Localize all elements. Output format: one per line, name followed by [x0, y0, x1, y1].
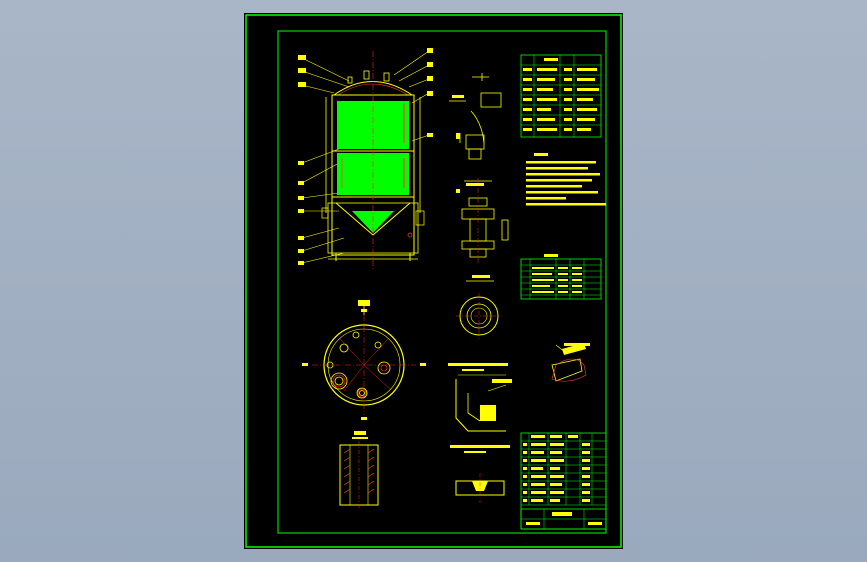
nozzle-detail-a	[449, 73, 502, 160]
plan-radial-lines	[339, 338, 391, 392]
nozzle-detail-a-tags	[452, 95, 464, 139]
elevation-leaders-right	[393, 50, 430, 142]
nozzle-detail-b	[461, 180, 509, 258]
iso-sketch	[551, 343, 590, 382]
technical-notes-block	[526, 153, 606, 206]
cad-drawing-canvas	[245, 14, 622, 548]
plan-nozzles	[326, 331, 391, 399]
plan-axis-tags	[302, 309, 426, 420]
sheet-inner-border	[277, 30, 607, 534]
flange-ring-detail	[456, 275, 502, 339]
sheet-outer-border	[245, 14, 622, 548]
nozzle-schedule-table	[520, 254, 602, 300]
elevation-view	[298, 48, 433, 271]
weld-detail-2	[450, 445, 510, 503]
nozzle-detail-b-tags	[456, 183, 484, 193]
cad-drawing-sheet	[244, 13, 623, 549]
technical-spec-table	[520, 54, 602, 138]
weld-detail-1	[448, 363, 512, 432]
coil-hatch	[343, 448, 375, 494]
cone-bottom-fill	[352, 211, 394, 233]
elevation-item-tags	[298, 48, 433, 265]
top-plan-view	[302, 300, 426, 420]
heating-coil-section	[339, 431, 379, 509]
parts-list-title-block	[520, 432, 607, 530]
